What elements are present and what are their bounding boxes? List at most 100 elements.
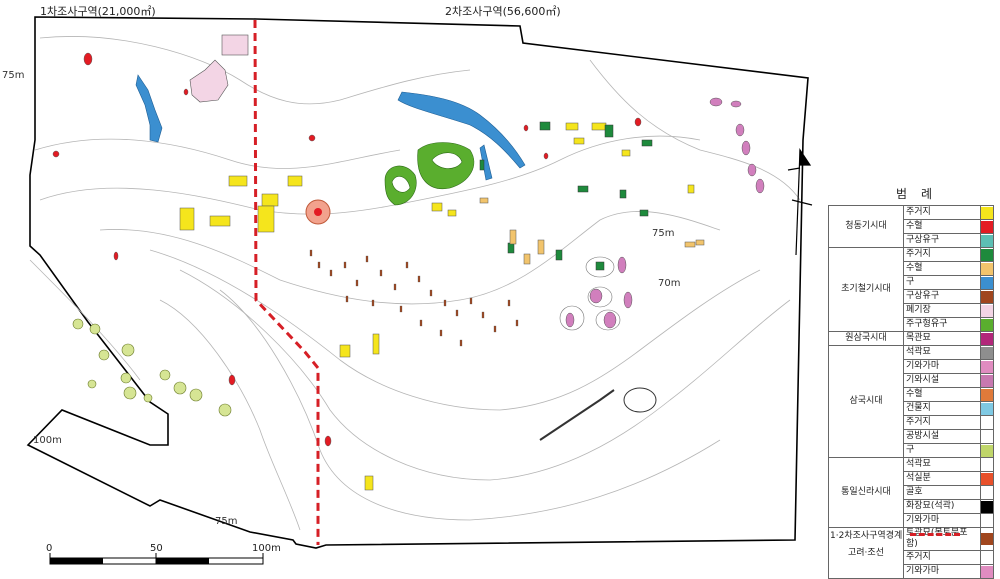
- boundary-note: 1·2차조사구역경계: [830, 528, 961, 541]
- legend-color-swatch: [981, 220, 993, 233]
- legend-color-swatch: [981, 234, 993, 247]
- contour-label: 70m: [658, 278, 681, 289]
- legend-period: 초기철기시대: [828, 247, 904, 332]
- scale-label-100: 100m: [252, 543, 281, 554]
- survey-area-2-title: 2차조사구역(56,600㎡): [445, 5, 561, 18]
- feature-ring: [623, 387, 657, 413]
- legend-row: 수혈: [829, 261, 994, 276]
- legend-color-swatch: [981, 430, 993, 443]
- legend-color-swatch: [981, 318, 993, 331]
- legend-swatch: [980, 387, 994, 402]
- legend-period: 삼국시대: [828, 345, 904, 458]
- north-arrow: [787, 148, 813, 256]
- legend-row: 폐기장: [829, 303, 994, 318]
- legend-period: 고려·조선: [828, 527, 904, 579]
- legend-color-swatch: [981, 388, 993, 401]
- legend-color-swatch: [981, 472, 993, 485]
- legend-item-label: 폐기장: [903, 303, 981, 318]
- legend-item-label: 화장묘(석곽): [903, 499, 981, 514]
- legend-color-swatch: [981, 290, 993, 303]
- legend-row: 수혈: [829, 387, 994, 402]
- bronze-age-pits: [52, 52, 642, 447]
- contour-label: 75m: [2, 70, 25, 81]
- legend-item-label: 주거지: [903, 550, 981, 565]
- legend-swatch: [980, 499, 994, 514]
- legend-color-swatch: [981, 262, 993, 275]
- legend-item-label: 구상유구: [903, 289, 981, 304]
- legend-color-swatch: [981, 374, 993, 387]
- channels: [135, 74, 526, 181]
- survey-area-1-title: 1차조사구역(21,000㎡): [40, 5, 156, 18]
- legend-swatch: [980, 471, 994, 486]
- legend-item-label: 골호: [903, 485, 981, 500]
- survey-area-boundary: [253, 19, 320, 545]
- legend-item-label: 구: [903, 275, 981, 290]
- legend-item-label: 공방시설: [903, 429, 981, 444]
- legend-swatch: [980, 564, 994, 579]
- legend-row: 수혈: [829, 219, 994, 234]
- legend-item-label: 주거지: [903, 205, 981, 220]
- legend-color-swatch: [981, 533, 993, 545]
- legend-item-label: 수혈: [903, 387, 981, 402]
- feature-2: [221, 34, 249, 56]
- legend-row: 공방시설: [829, 429, 994, 444]
- legend-swatch: [980, 247, 994, 262]
- legend-item-label: 석실분: [903, 471, 981, 486]
- legend-color-swatch: [981, 360, 993, 373]
- legend-swatch: [980, 331, 994, 346]
- legend-period: 청동기시대: [828, 205, 904, 248]
- legend-swatch: [980, 345, 994, 360]
- legend-period: 원삼국시대: [828, 331, 904, 346]
- legend-color-swatch: [981, 444, 993, 457]
- legend-color-swatch: [981, 402, 993, 415]
- legend-color-swatch: [981, 332, 993, 345]
- site-boundary: [26, 16, 809, 549]
- legend-swatch: [980, 513, 994, 528]
- pit-tomb-cluster: [309, 249, 519, 347]
- legend-title: 범례: [895, 187, 947, 201]
- legend-swatch: [980, 443, 994, 458]
- legend-color-swatch: [981, 416, 993, 429]
- legend-color-swatch: [981, 276, 993, 289]
- legend-item-label: 수혈: [903, 219, 981, 234]
- legend-color-swatch: [981, 458, 993, 471]
- boundary-line-sample: [910, 533, 961, 536]
- ring-features-lower-left: [72, 318, 232, 417]
- legend-swatch: [980, 275, 994, 290]
- legend-color-swatch: [981, 486, 993, 499]
- legend-swatch: [980, 261, 994, 276]
- legend-swatch: [980, 233, 994, 248]
- legend-item-label: 구: [903, 443, 981, 458]
- legend-color-swatch: [981, 551, 993, 564]
- early-iron-age-pits: [479, 197, 705, 265]
- legend-swatch: [980, 373, 994, 388]
- legend-item-label: 기와가마: [903, 564, 981, 579]
- legend-swatch: [980, 317, 994, 332]
- bronze-age-dwellings: [179, 122, 695, 491]
- legend-swatch: [980, 550, 994, 565]
- legend-item-label: 구상유구: [903, 233, 981, 248]
- contour-label: 75m: [652, 228, 675, 239]
- legend-swatch: [980, 485, 994, 500]
- legend-item-label: 주거지: [903, 415, 981, 430]
- waste-dump: [189, 59, 229, 103]
- ring-ditches: [384, 142, 475, 206]
- legend-item-label: 석곽묘: [903, 345, 981, 360]
- legend-swatch: [980, 219, 994, 234]
- contour-label: 100m: [33, 435, 62, 446]
- legend-period: 통일신라시대: [828, 457, 904, 528]
- legend-swatch: [980, 457, 994, 472]
- legend-swatch: [980, 359, 994, 374]
- legend-swatch: [980, 527, 994, 551]
- legend-swatch: [980, 205, 994, 220]
- boundary-label: 1·2차조사구역경계: [830, 531, 903, 541]
- contour-label: 75m: [215, 516, 238, 527]
- legend-swatch: [980, 429, 994, 444]
